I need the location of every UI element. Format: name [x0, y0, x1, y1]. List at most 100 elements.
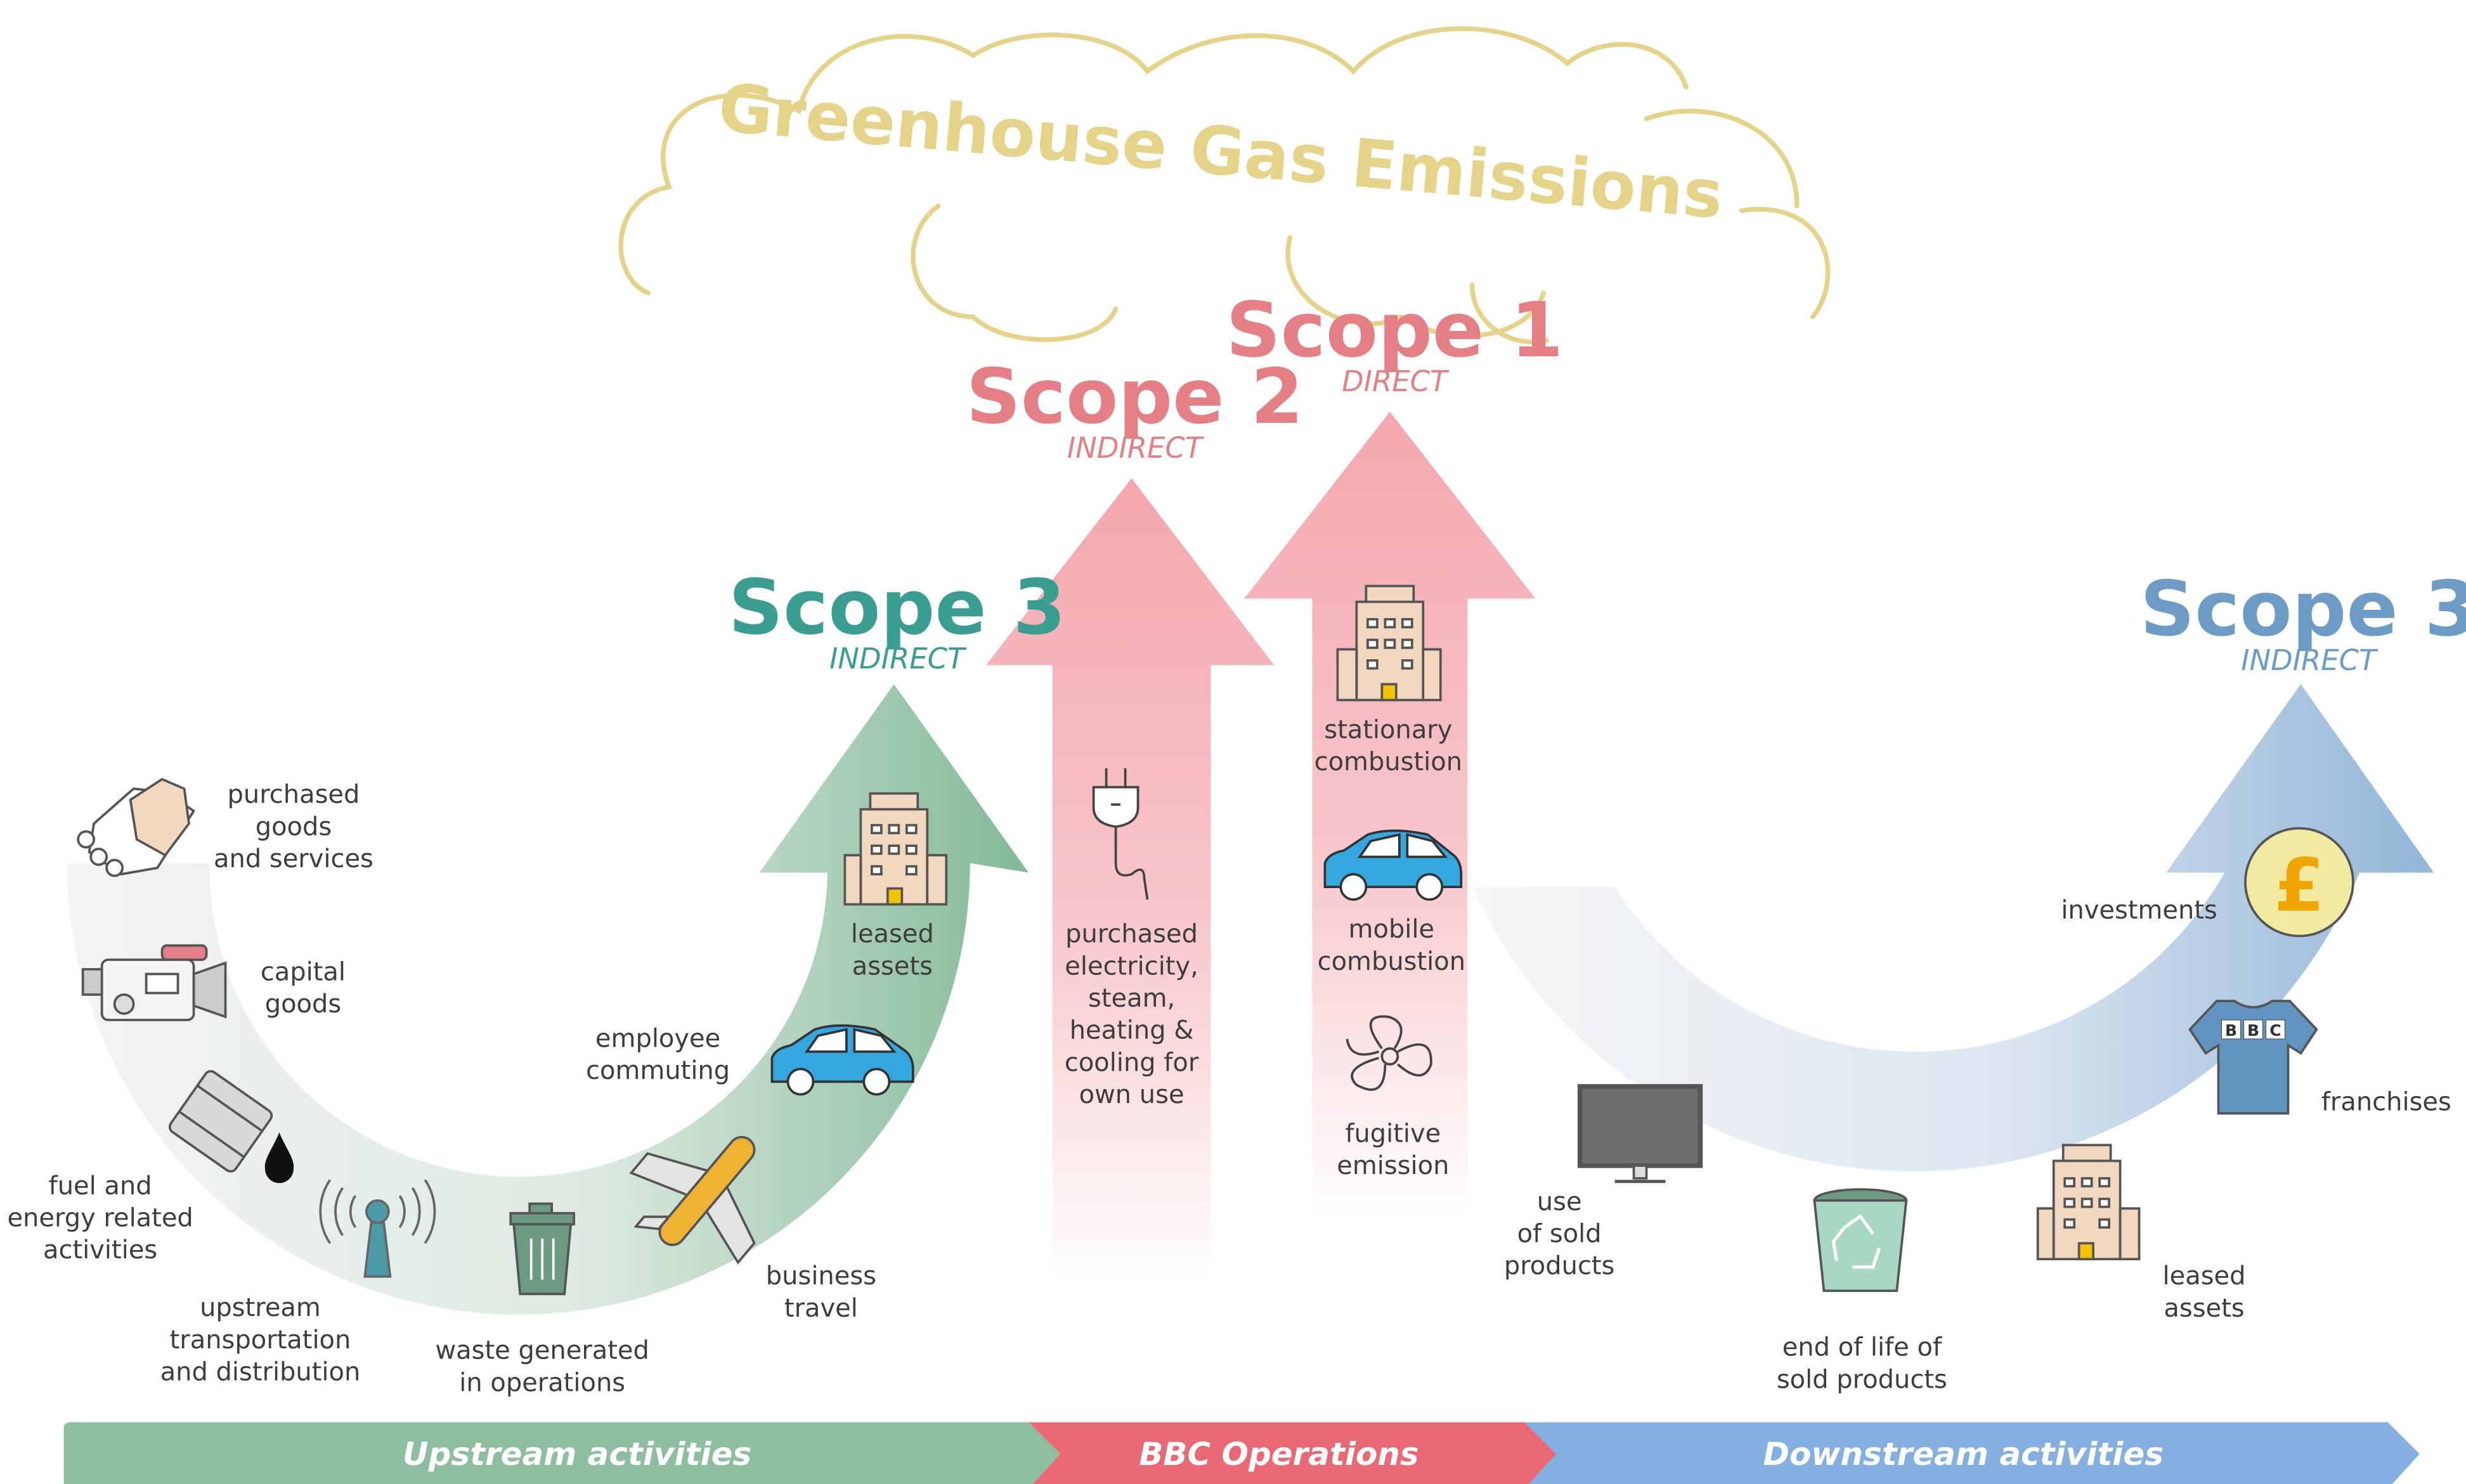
- purchased-electricity-label-line: heating &: [1070, 1016, 1194, 1045]
- purchased-electricity-label-line: steam,: [1088, 984, 1175, 1013]
- use-of-sold-products-label-line: products: [1504, 1251, 1615, 1281]
- transportation-label-line: transportation: [170, 1326, 351, 1355]
- mobile-combustion-label-line: mobile: [1349, 915, 1435, 944]
- oil-drop-icon: [264, 1132, 294, 1184]
- operations-band: [1029, 1422, 1557, 1484]
- capital-goods-label: capital goods: [261, 958, 346, 1019]
- scope1-arrow: [1243, 411, 1536, 1220]
- purchased-goods-label-line: purchased: [228, 780, 360, 810]
- end-of-life-label: end of life of sold products: [1777, 1333, 1947, 1395]
- scope2-heading: Scope 2 INDIRECT: [966, 353, 1304, 465]
- building-icon: [843, 792, 948, 906]
- purchased-electricity-label-line: purchased: [1065, 920, 1198, 949]
- purchased-goods-label-line: and services: [214, 844, 373, 874]
- oil-barrel-icon: [168, 1070, 273, 1173]
- fuel-energy-label: fuel and energy related activities: [7, 1171, 193, 1265]
- bbc-letter: B: [2225, 1021, 2237, 1040]
- employee-commuting-label-line: employee: [595, 1024, 720, 1053]
- end-of-life-label-line: sold products: [1777, 1365, 1947, 1394]
- fuel-energy-label-line: energy related: [7, 1204, 193, 1233]
- waste-label-line: waste generated: [435, 1336, 649, 1365]
- recycle-bin-icon: [1813, 1188, 1908, 1293]
- fugitive-emission-label: fugitive emission: [1337, 1119, 1449, 1180]
- upstream-leased-assets-label-line: assets: [852, 952, 933, 981]
- scope3-upstream-name: Scope 3: [729, 564, 1066, 652]
- car-icon: [1323, 829, 1463, 901]
- transportation-label-line: and distribution: [160, 1358, 361, 1387]
- employee-commuting-label-line: commuting: [586, 1056, 730, 1085]
- investments-label: investments: [2061, 896, 2217, 925]
- fan-icon: [1346, 1015, 1432, 1091]
- scope3-downstream-type: INDIRECT: [2241, 643, 2378, 677]
- capital-goods-label-line: capital: [261, 958, 346, 987]
- upstream-leased-assets-label: leased assets: [851, 920, 934, 981]
- monitor-icon: [1577, 1084, 1703, 1184]
- purchased-electricity-label-line: own use: [1079, 1080, 1184, 1109]
- fugitive-emission-label-line: emission: [1337, 1151, 1449, 1180]
- upstream-leased-assets-label-line: leased: [851, 920, 934, 949]
- purchased-goods-label-line: goods: [256, 812, 332, 841]
- bbc-letter: C: [2269, 1021, 2281, 1040]
- downstream-band: [1524, 1422, 2420, 1484]
- cloud: [618, 26, 1831, 345]
- end-of-life-label-line: end of life of: [1782, 1333, 1942, 1362]
- use-of-sold-products-label-line: of sold: [1517, 1219, 1602, 1248]
- use-of-sold-products-label-line: use: [1537, 1187, 1582, 1216]
- investments-label-line: investments: [2061, 896, 2217, 925]
- upstream-band: [63, 1422, 1061, 1484]
- activity-band: Upstream activities BBC Operations Downs…: [63, 1422, 2420, 1484]
- stationary-combustion-label-line: stationary: [1324, 715, 1452, 744]
- business-travel-label: business travel: [766, 1261, 876, 1323]
- scope3-upstream-heading: Scope 3 INDIRECT: [729, 564, 1066, 675]
- operations-band-label: BBC Operations: [1139, 1436, 1418, 1473]
- franchises-label: franchises: [2321, 1087, 2451, 1116]
- scope2-arrow: [985, 478, 1275, 1283]
- downstream-band-label: Downstream activities: [1763, 1436, 2164, 1473]
- downstream-leased-assets-label-line: assets: [2164, 1294, 2244, 1323]
- mobile-combustion-label: mobile combustion: [1318, 915, 1465, 976]
- waste-label-line: in operations: [459, 1368, 625, 1397]
- purchased-electricity-label: purchased electricity, steam, heating & cool…: [1065, 920, 1199, 1110]
- scope3-downstream-name: Scope 3: [2140, 565, 2466, 654]
- upstream-arrow: [67, 684, 1029, 1315]
- transportation-label: upstream transportation and distribution: [160, 1293, 361, 1386]
- tshirt-icon: B B C: [2188, 1000, 2318, 1115]
- business-travel-label-line: travel: [784, 1294, 858, 1323]
- scope1-heading: Scope 1 DIRECT: [1226, 287, 1563, 398]
- purchased-electricity-label-line: electricity,: [1065, 952, 1198, 981]
- transportation-label-line: upstream: [200, 1293, 321, 1322]
- building-icon: [2036, 1144, 2141, 1261]
- handshake-icon: [77, 778, 195, 877]
- scope2-name: Scope 2: [966, 353, 1304, 441]
- upstream-band-label: Upstream activities: [403, 1436, 751, 1473]
- mobile-combustion-label-line: combustion: [1318, 947, 1465, 976]
- fuel-energy-label-line: activities: [43, 1236, 157, 1265]
- video-camera-icon: [81, 944, 227, 1021]
- bbc-letter: B: [2247, 1021, 2259, 1040]
- business-travel-label-line: business: [766, 1261, 876, 1291]
- title: Greenhouse Gas Emissions: [715, 69, 1726, 234]
- use-of-sold-products-label: use of sold products: [1504, 1187, 1615, 1281]
- fuel-energy-label-line: fuel and: [49, 1171, 152, 1201]
- scope3-upstream-type: INDIRECT: [829, 642, 967, 675]
- trash-bin-icon: [509, 1202, 576, 1296]
- scope1-name: Scope 1: [1226, 287, 1563, 375]
- building-icon: [1336, 584, 1442, 702]
- electric-plug-icon: [1092, 768, 1149, 900]
- purchased-electricity-label-line: cooling for: [1065, 1048, 1199, 1077]
- scope2-type: INDIRECT: [1067, 431, 1205, 465]
- waste-label: waste generated in operations: [435, 1336, 649, 1398]
- pound-coin-icon: £: [2244, 827, 2354, 938]
- airplane-icon: [629, 1135, 756, 1265]
- capital-goods-label-line: goods: [265, 990, 341, 1019]
- fugitive-emission-label-line: fugitive: [1345, 1119, 1441, 1148]
- franchises-label-line: franchises: [2321, 1087, 2451, 1116]
- signal-tower-icon: [319, 1179, 436, 1278]
- car-icon: [770, 1024, 914, 1096]
- employee-commuting-label: employee commuting: [586, 1024, 730, 1085]
